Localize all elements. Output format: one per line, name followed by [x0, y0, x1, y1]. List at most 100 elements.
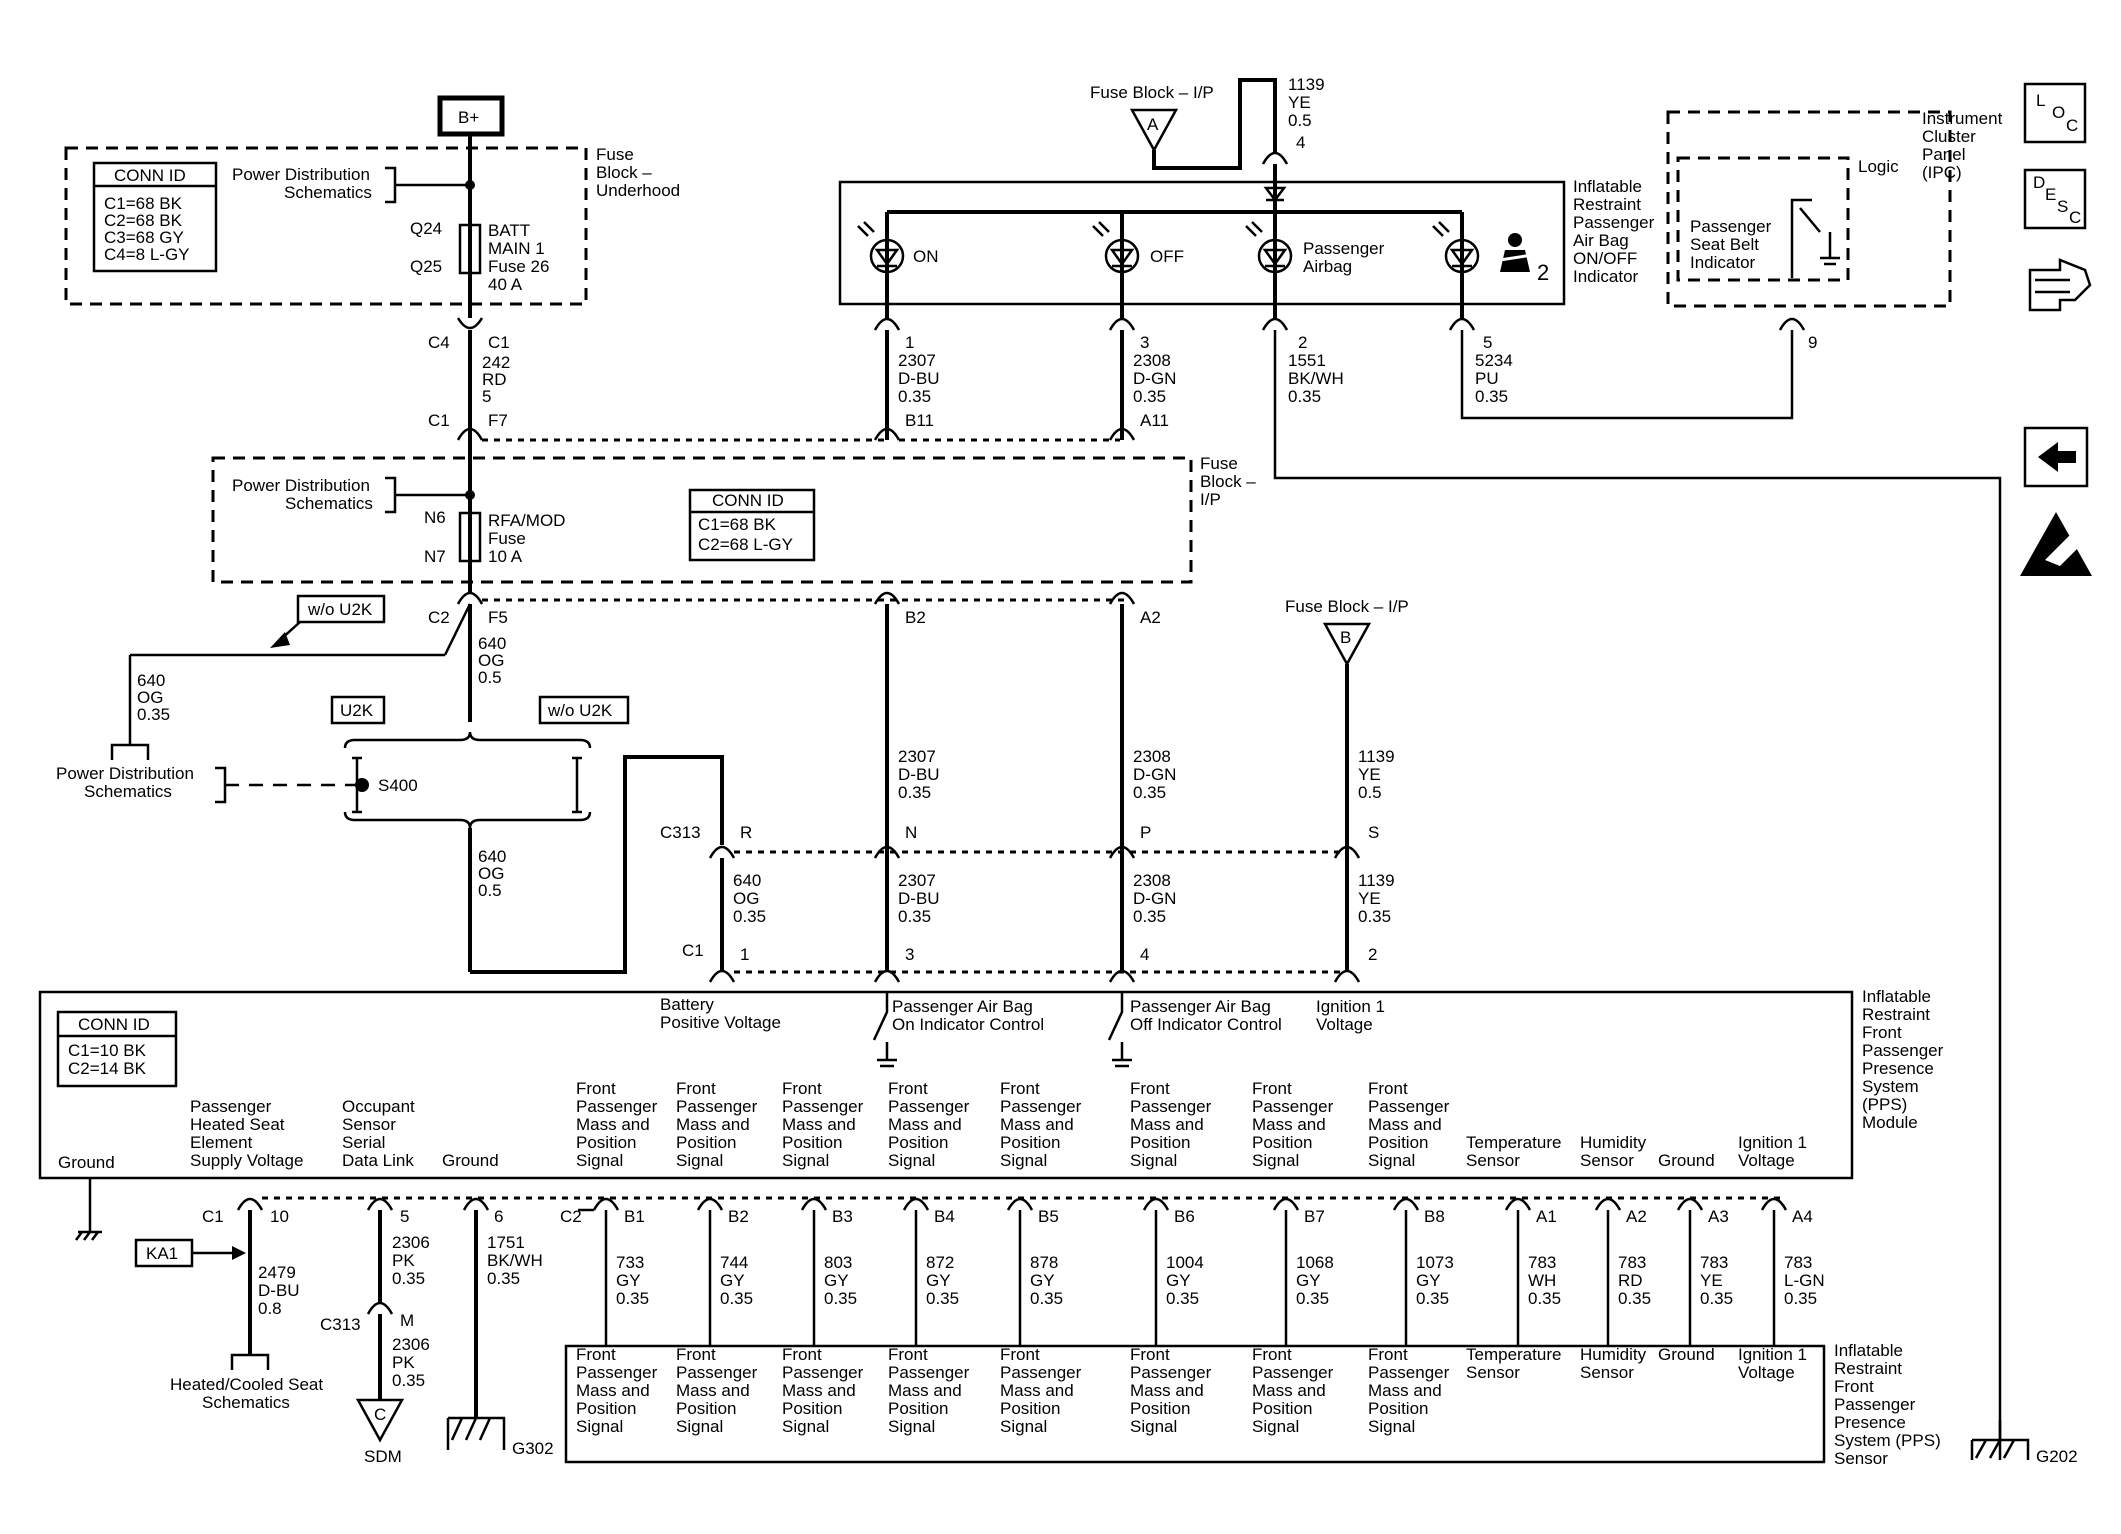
led-on-icon: ON: [857, 221, 939, 274]
wire-242-label: C4 C1 242 RD 5 C1 F7: [428, 333, 510, 430]
svg-text:Passenger: Passenger: [676, 1097, 758, 1116]
svg-text:Front: Front: [1252, 1079, 1292, 1098]
svg-text:C2: C2: [560, 1207, 582, 1226]
pin-label: A1: [1536, 1207, 1557, 1226]
svg-text:0.5: 0.5: [478, 668, 502, 687]
conn-id-ip: CONN ID C1=68 BK C2=68 L-GY: [688, 488, 816, 562]
svg-text:Position: Position: [782, 1399, 842, 1418]
svg-text:Serial: Serial: [342, 1133, 385, 1152]
svg-text:Position: Position: [1130, 1399, 1190, 1418]
nav-loc-l: L: [2036, 91, 2045, 110]
svg-text:B+: B+: [458, 108, 479, 127]
svg-text:OG: OG: [478, 651, 504, 670]
wire-label: 783: [1700, 1253, 1728, 1272]
fuse-ip-a-ref[interactable]: Fuse Block – I/P A: [1090, 83, 1214, 153]
pin-label: B6: [1174, 1207, 1195, 1226]
svg-text:Position: Position: [888, 1133, 948, 1152]
connector-pin-arc: [462, 1197, 490, 1211]
svg-text:D-BU: D-BU: [898, 369, 940, 388]
wire-640-c: 640 OG 0.5: [478, 847, 506, 900]
svg-text:MAIN 1: MAIN 1: [488, 239, 545, 258]
svg-text:Passenger: Passenger: [1690, 217, 1772, 236]
wire-label: 0.35: [1030, 1289, 1063, 1308]
svg-text:Passenger: Passenger: [676, 1363, 758, 1382]
connector-view-icon[interactable]: [2028, 258, 2092, 312]
svg-text:Q24: Q24: [410, 219, 442, 238]
svg-text:System: System: [1862, 1077, 1919, 1096]
sdm-ref[interactable]: C SDM: [355, 1398, 405, 1466]
svg-text:A11: A11: [1140, 411, 1169, 430]
svg-text:I/P: I/P: [1200, 490, 1221, 509]
svg-text:Front: Front: [1000, 1345, 1040, 1364]
ipc-pin-9: 9: [1808, 333, 1817, 352]
svg-text:Mass and: Mass and: [1368, 1381, 1442, 1400]
svg-text:Underhood: Underhood: [596, 181, 680, 200]
svg-text:PK: PK: [392, 1251, 415, 1270]
svg-text:B2: B2: [905, 608, 926, 627]
nav-loc-button[interactable]: L O C: [2023, 82, 2087, 144]
back-arrow-button[interactable]: [2023, 426, 2089, 488]
svg-text:Supply Voltage: Supply Voltage: [190, 1151, 303, 1170]
svg-text:OFF: OFF: [1150, 247, 1184, 266]
svg-text:0.35: 0.35: [137, 705, 170, 724]
wire-label: 783: [1618, 1253, 1646, 1272]
svg-text:0.35: 0.35: [1475, 387, 1508, 406]
wire-label: 0.35: [1296, 1289, 1329, 1308]
svg-text:YE: YE: [1358, 889, 1381, 908]
svg-text:C2=14 BK: C2=14 BK: [68, 1059, 147, 1078]
svg-text:YE: YE: [1358, 765, 1381, 784]
nav-desc-button[interactable]: D E S C: [2023, 168, 2087, 230]
heated-seat-ref[interactable]: Heated/Cooled Seat Schematics: [170, 1375, 323, 1412]
svg-text:Position: Position: [1130, 1133, 1190, 1152]
pd-schematics-ref-2[interactable]: Power Distribution Schematics: [232, 476, 475, 514]
svg-text:Position: Position: [1368, 1133, 1428, 1152]
svg-text:Position: Position: [1000, 1133, 1060, 1152]
svg-text:0.35: 0.35: [1358, 907, 1391, 926]
ka1-ref[interactable]: KA1: [134, 1238, 246, 1268]
svg-text:Signal: Signal: [1252, 1417, 1299, 1436]
pd-schematics-ref-3[interactable]: Power Distribution Schematics: [56, 764, 227, 804]
wire-label: 783: [1784, 1253, 1812, 1272]
svg-text:0.35: 0.35: [487, 1269, 520, 1288]
svg-text:BATT: BATT: [488, 221, 530, 240]
conn-id-pps: CONN ID C1=10 BK C2=14 BK: [56, 1010, 178, 1088]
svg-text:Restraint: Restraint: [1573, 195, 1641, 214]
svg-text:Sensor: Sensor: [1466, 1363, 1520, 1382]
svg-text:Battery: Battery: [660, 995, 714, 1014]
svg-text:Fuse: Fuse: [596, 145, 634, 164]
wire-label: 0.35: [1416, 1289, 1449, 1308]
svg-text:C1=68 BK: C1=68 BK: [104, 194, 183, 213]
svg-text:S: S: [1368, 823, 1379, 842]
svg-text:R: R: [740, 823, 752, 842]
svg-text:C1: C1: [428, 411, 450, 430]
wire-label: 0.35: [926, 1289, 959, 1308]
svg-text:0.8: 0.8: [258, 1299, 282, 1318]
svg-text:3: 3: [1140, 333, 1149, 352]
svg-text:Q25: Q25: [410, 257, 442, 276]
svg-text:B11: B11: [905, 411, 934, 430]
svg-text:Front: Front: [782, 1079, 822, 1098]
wire-label: 0.35: [720, 1289, 753, 1308]
wire-label: 744: [720, 1253, 748, 1272]
svg-text:Front: Front: [1130, 1079, 1170, 1098]
conn-id-underhood: CONN ID C1=68 BK C2=68 BK C3=68 GY C4=8 …: [92, 161, 218, 273]
svg-text:Front: Front: [1368, 1345, 1408, 1364]
svg-text:Signal: Signal: [888, 1417, 935, 1436]
svg-text:2306: 2306: [392, 1233, 430, 1252]
wire-label: 878: [1030, 1253, 1058, 1272]
svg-text:Position: Position: [1000, 1399, 1060, 1418]
svg-text:Front: Front: [1130, 1345, 1170, 1364]
svg-text:2308: 2308: [1133, 747, 1171, 766]
pin-label: B4: [934, 1207, 955, 1226]
svg-text:Ground: Ground: [1658, 1151, 1715, 1170]
svg-text:Passenger: Passenger: [1834, 1395, 1916, 1414]
svg-text:1: 1: [740, 945, 749, 964]
nav-desc-c: C: [2069, 208, 2081, 227]
svg-text:640: 640: [733, 871, 761, 890]
wire-640-a: 640 OG 0.35: [137, 671, 170, 724]
pd-schematics-ref-1[interactable]: Power Distribution Schematics: [232, 165, 475, 204]
wire-label: GY: [1166, 1271, 1191, 1290]
fuse-ip-b-ref[interactable]: Fuse Block – I/P B: [1285, 597, 1409, 667]
airbag-indicator-box: [838, 180, 1566, 306]
svg-text:Signal: Signal: [782, 1151, 829, 1170]
